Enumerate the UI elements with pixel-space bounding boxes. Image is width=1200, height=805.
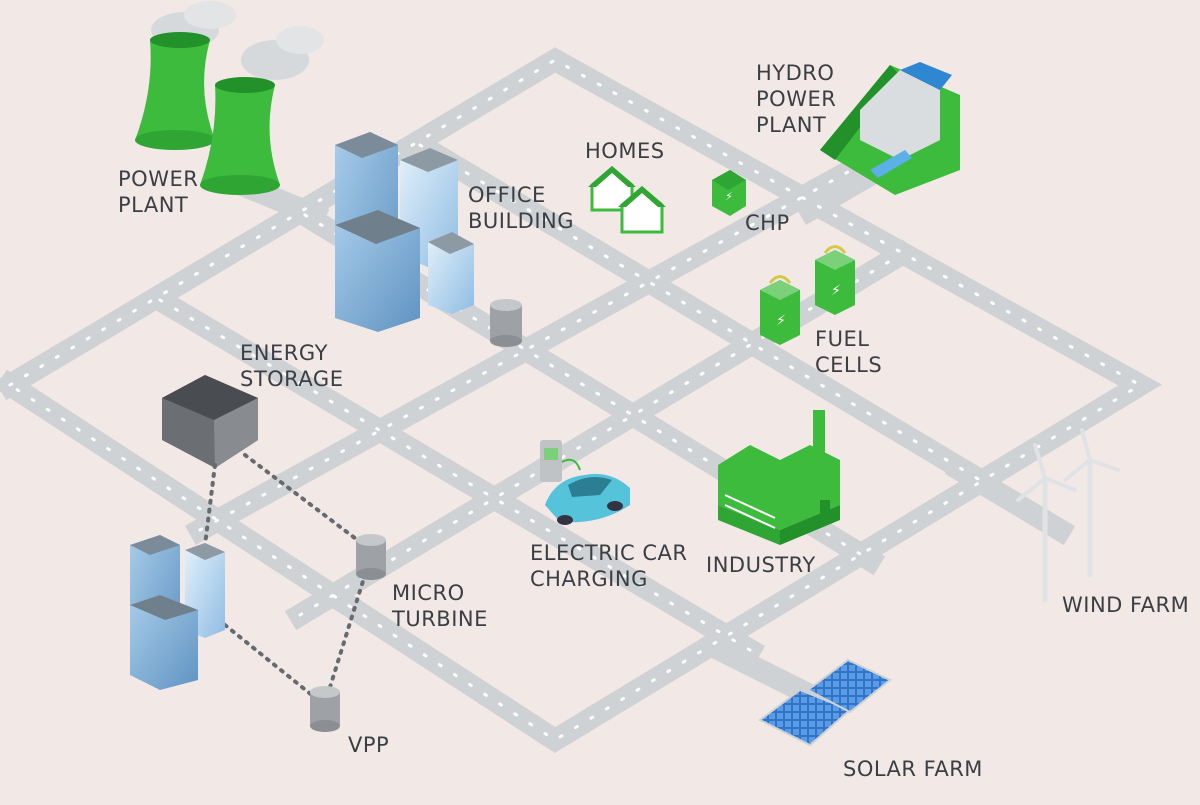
cylinder-tank-icon (490, 299, 522, 347)
label-line: BUILDING (468, 209, 575, 233)
label-line: HOMES (585, 139, 665, 163)
label-line: ENERGY (240, 341, 328, 365)
label-electric-car-charging: ELECTRIC CAR CHARGING (530, 540, 687, 592)
label-line: FUEL (815, 327, 870, 351)
cylinder-tank-icon (310, 686, 340, 732)
label-vpp: VPP (348, 732, 389, 758)
fuel-cell-icon: ⚡ ⚡ (760, 245, 855, 345)
svg-text:⚡: ⚡ (776, 313, 786, 329)
svg-text:⚡: ⚡ (831, 283, 841, 299)
label-line: CHP (745, 211, 790, 235)
label-homes: HOMES (585, 138, 665, 164)
factory-icon (718, 410, 840, 545)
label-micro-turbine: MICRO TURBINE (392, 580, 488, 632)
label-line: POWER (756, 87, 837, 111)
label-power-plant: POWER PLANT (118, 166, 198, 218)
car-charger-icon (540, 440, 581, 482)
label-line: CELLS (815, 353, 883, 377)
chp-unit-icon: ⚡ (712, 170, 746, 216)
label-wind-farm: WIND FARM (1062, 592, 1189, 618)
label-solar-farm: SOLAR FARM (843, 756, 983, 782)
electric-car-icon (545, 473, 630, 525)
battery-storage-icon (162, 375, 258, 468)
label-energy-storage: ENERGY STORAGE (240, 340, 343, 392)
label-line: VPP (348, 733, 390, 757)
label-line: ELECTRIC CAR (530, 541, 688, 565)
cylinder-tank-icon (356, 534, 386, 580)
label-line: PLANT (756, 113, 827, 137)
house-icon (588, 166, 666, 234)
label-line: SOLAR FARM (843, 757, 983, 781)
cooling-tower-icon (135, 1, 324, 195)
wind-turbine-icon (1016, 428, 1120, 603)
office-tower-icon (335, 132, 474, 332)
svg-text:⚡: ⚡ (725, 190, 733, 203)
label-line: OFFICE (468, 183, 546, 207)
label-hydro-power-plant: HYDRO POWER PLANT (756, 60, 836, 138)
label-line: WIND FARM (1062, 593, 1190, 617)
label-line: TURBINE (392, 607, 488, 631)
label-industry: INDUSTRY (706, 552, 816, 578)
vpp-connection-lines (203, 453, 370, 702)
label-line: POWER (118, 167, 199, 191)
hydro-dam-icon (820, 62, 960, 195)
label-line: HYDRO (756, 61, 835, 85)
label-line: INDUSTRY (706, 553, 816, 577)
label-line: PLANT (118, 193, 189, 217)
label-line: CHARGING (530, 567, 648, 591)
label-office-building: OFFICE BUILDING (468, 182, 574, 234)
label-line: MICRO (392, 581, 465, 605)
office-tower-icon (130, 535, 225, 690)
label-chp: CHP (745, 210, 790, 236)
solar-panel-icon (758, 658, 892, 747)
label-line: STORAGE (240, 367, 344, 391)
label-fuel-cells: FUEL CELLS (815, 326, 882, 378)
